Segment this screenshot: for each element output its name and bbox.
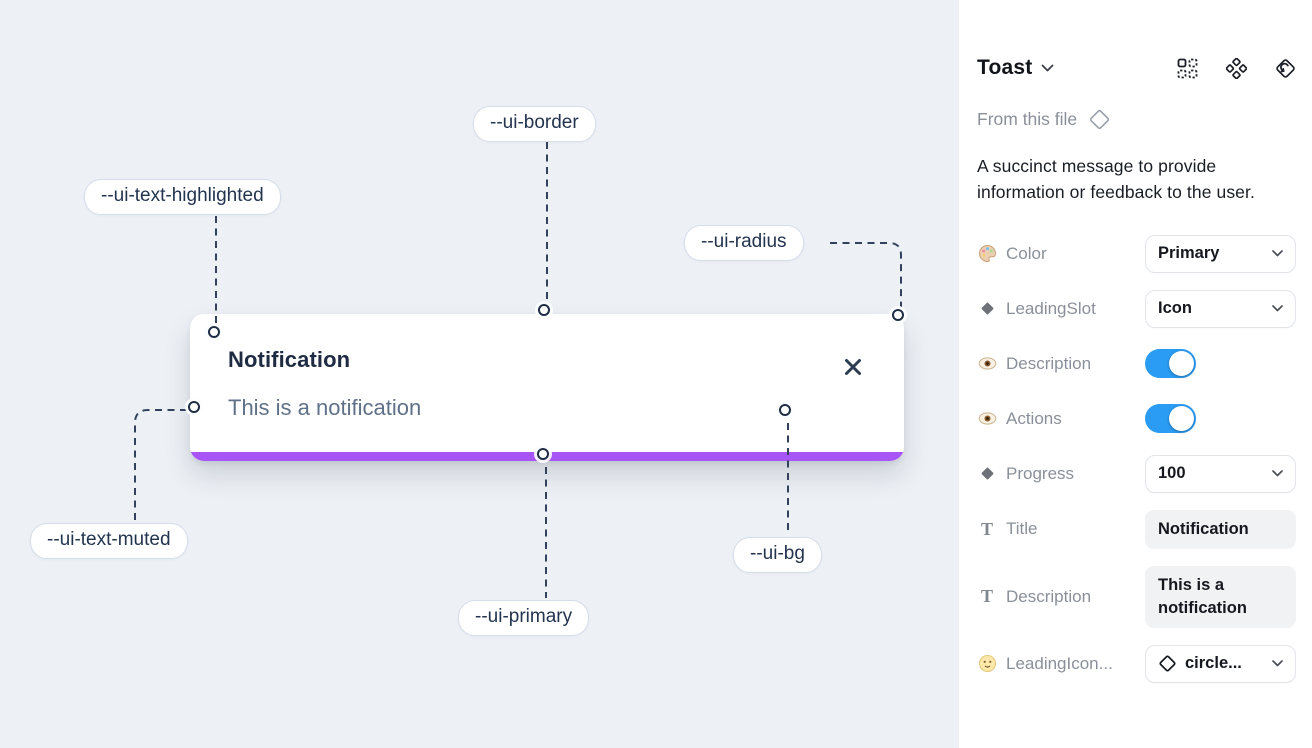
components-icon[interactable] [1226, 57, 1247, 79]
prop-row-description-toggle: Description [977, 345, 1296, 383]
annotation-ui-text-highlighted: --ui-text-highlighted [84, 179, 281, 215]
leadingslot-select[interactable]: Icon [1145, 289, 1296, 328]
close-icon [845, 359, 861, 375]
annotation-ui-bg: --ui-bg [733, 537, 822, 573]
leadingicon-select[interactable]: circle... [1145, 644, 1296, 683]
component-selector-dropdown[interactable]: Toast [977, 56, 1054, 80]
prop-label-title: T Title [977, 519, 1038, 539]
title-text-field[interactable]: Notification [1145, 509, 1296, 549]
toast-description: This is a notification [228, 395, 422, 420]
color-select[interactable]: Primary [1145, 234, 1296, 273]
description-text-field[interactable]: This is a notification [1145, 565, 1296, 628]
prop-label-description-text: T Description [977, 587, 1091, 607]
chevron-down-icon [1042, 64, 1054, 72]
prop-label-progress: Progress [977, 464, 1074, 484]
connector-dot-border [538, 304, 550, 316]
diamond-icon [977, 464, 997, 484]
annotation-ui-radius: --ui-radius [684, 225, 804, 261]
swap-instance-icon[interactable] [1275, 58, 1296, 79]
diamond-icon [977, 299, 997, 319]
component-properties-icon[interactable] [1177, 58, 1198, 79]
property-list: Color Primary LeadingSlot Icon [977, 234, 1296, 683]
component-preview-canvas: Notification This is a notification --ui… [0, 0, 958, 748]
prop-row-title: T Title Notification [977, 509, 1296, 549]
panel-header: Toast [977, 56, 1296, 80]
chevron-down-icon [1272, 470, 1283, 477]
actions-toggle[interactable] [1145, 404, 1196, 433]
prop-row-actions-toggle: Actions [977, 400, 1296, 438]
prop-row-progress: Progress 100 [977, 454, 1296, 493]
smiley-icon [977, 654, 997, 674]
prop-row-description-text: T Description This is a notification [977, 565, 1296, 628]
toast-title: Notification [228, 347, 351, 372]
text-icon: T [980, 586, 993, 607]
progress-select[interactable]: 100 [1145, 454, 1296, 493]
chevron-down-icon [1272, 250, 1283, 257]
eye-icon [977, 354, 997, 374]
connector-dot-radius [892, 309, 904, 321]
inspector-panel: Toast [958, 0, 1312, 748]
component-description: A succinct message to provide informatio… [977, 156, 1255, 203]
connector-dot-primary [537, 448, 549, 460]
diamond-outline-icon [1159, 655, 1176, 672]
description-toggle[interactable] [1145, 349, 1196, 378]
prop-row-color: Color Primary [977, 234, 1296, 273]
text-icon: T [980, 519, 993, 539]
header-icon-group [1177, 57, 1296, 79]
prop-label-leadingicon: LeadingIcon... [977, 654, 1113, 674]
diamond-outline-icon [1090, 109, 1110, 130]
prop-label-leadingslot: LeadingSlot [977, 299, 1096, 319]
palette-icon [977, 244, 997, 264]
prop-row-leadingslot: LeadingSlot Icon [977, 289, 1296, 328]
prop-label-color: Color [977, 244, 1047, 264]
prop-row-leadingicon: LeadingIcon... circle... [977, 644, 1296, 683]
annotation-ui-text-muted: --ui-text-muted [30, 523, 188, 559]
connector-dot-text-highlighted [208, 326, 220, 338]
prop-label-actions: Actions [977, 409, 1062, 429]
chevron-down-icon [1272, 660, 1283, 667]
toggle-knob [1169, 406, 1194, 431]
annotation-ui-primary: --ui-primary [458, 600, 590, 636]
toggle-knob [1169, 351, 1194, 376]
source-row: From this file [977, 108, 1296, 131]
toast-component: Notification This is a notification [190, 314, 904, 461]
chevron-down-icon [1272, 305, 1283, 312]
annotation-ui-border: --ui-border [473, 106, 596, 142]
source-label: From this file [977, 109, 1078, 129]
prop-label-description: Description [977, 354, 1091, 374]
toast-close-button[interactable] [842, 356, 864, 378]
panel-title: Toast [977, 56, 1033, 79]
eye-icon [977, 409, 997, 429]
connector-dot-bg [779, 404, 791, 416]
connector-dot-text-muted [188, 401, 200, 413]
